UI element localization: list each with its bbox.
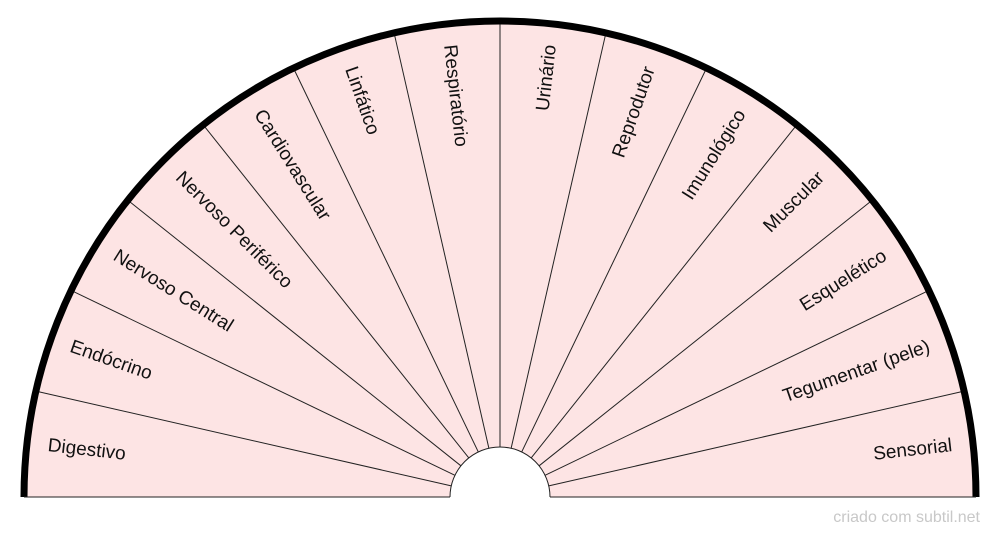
segment-divider [548,390,965,487]
credit-text: criado com subtil.net [833,509,980,526]
segment-divider [70,290,456,476]
segment-divider [538,199,873,467]
segment-divider [393,32,490,449]
segment-divider [510,32,607,449]
segment-divider [35,390,452,487]
center-hole-arc [449,446,551,498]
chart-outer-arc [20,17,980,498]
segment-divider [127,199,462,467]
segment-divider [521,67,707,453]
segment-divider [530,124,798,459]
segment-divider [202,124,470,459]
segment-dividers [35,21,965,487]
segment-divider [544,290,930,476]
segment-divider [293,67,479,453]
